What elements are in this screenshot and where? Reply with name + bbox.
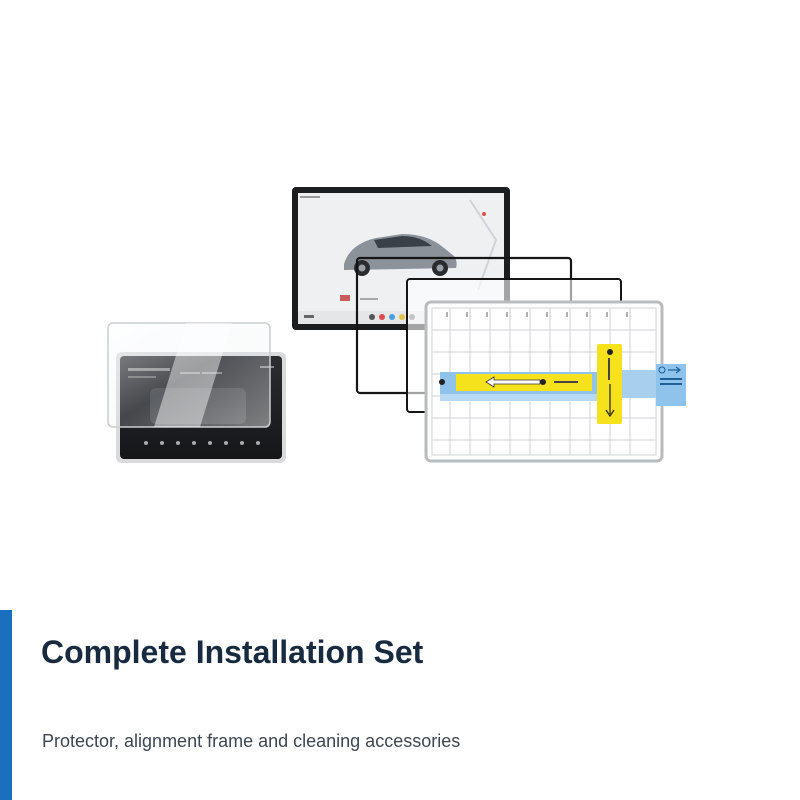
headline: Complete Installation Set [41,634,424,670]
installation-guide-sticker-illustration [439,344,686,424]
glass-protector-illustration [107,322,271,428]
product-illustration [107,187,686,463]
accent-bar [0,610,12,800]
subline: Protector, alignment frame and cleaning … [42,731,461,751]
